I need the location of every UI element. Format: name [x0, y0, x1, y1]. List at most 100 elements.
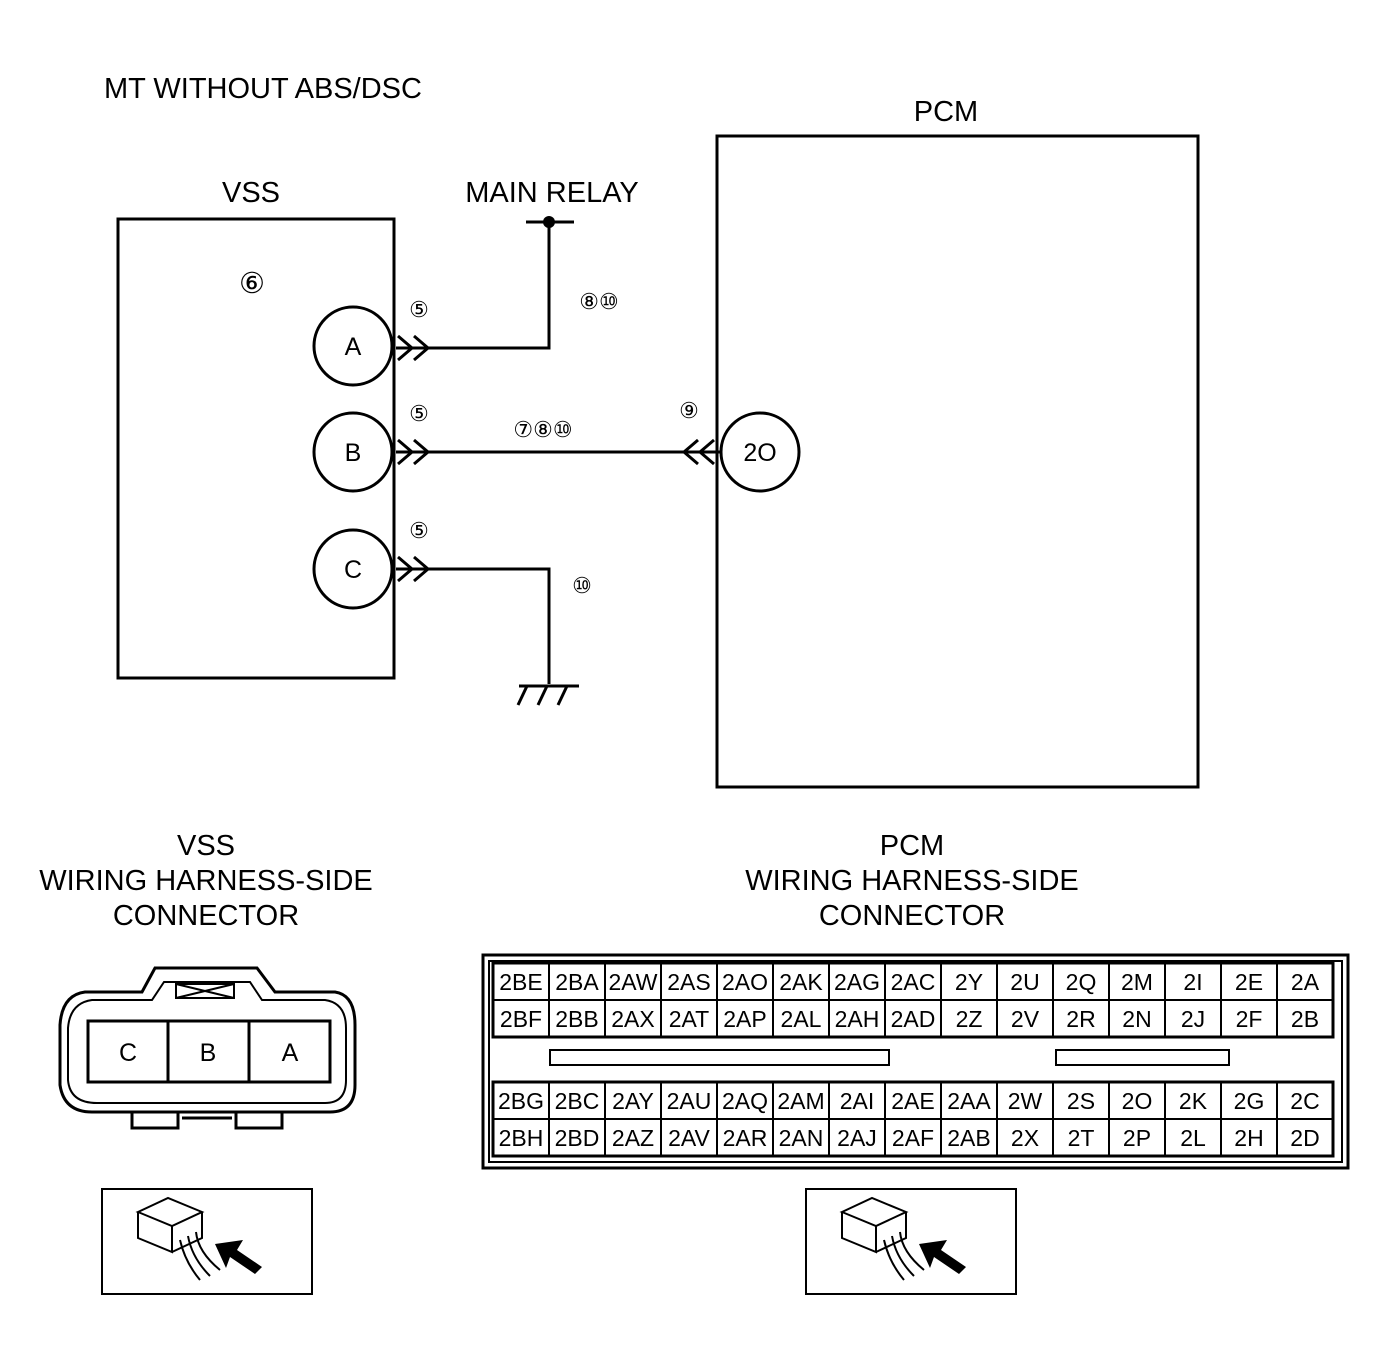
pcm-pin-2ap: 2AP: [723, 1006, 766, 1032]
pcm-pin-2e: 2E: [1235, 969, 1263, 995]
pcm-pin-2p: 2P: [1123, 1125, 1151, 1151]
pcm-pin-2b: 2B: [1291, 1006, 1319, 1032]
pcm-pin-2h: 2H: [1234, 1125, 1263, 1151]
vss-connector-caption-1: VSS: [177, 830, 235, 862]
pcm-pin-2t: 2T: [1068, 1125, 1095, 1151]
wire-b: [396, 438, 720, 466]
vss-terminal-c: C: [312, 528, 394, 610]
vss-terminal-a: A: [312, 305, 394, 387]
pcm-arrow-icon: [919, 1240, 966, 1274]
pcm-pin-2at: 2AT: [669, 1006, 709, 1032]
pcm-pin-2ag: 2AG: [834, 969, 880, 995]
pcm-pin-2c: 2C: [1290, 1088, 1319, 1114]
wire-a: [396, 222, 551, 362]
vss-connector-caption-3: CONNECTOR: [113, 900, 299, 932]
callout-pcm-connector: ⑨: [679, 398, 699, 423]
pcm-pin-2l: 2L: [1180, 1125, 1206, 1151]
pcm-connector-caption-1: PCM: [880, 830, 944, 862]
diagram-title: MT WITHOUT ABS/DSC: [104, 73, 422, 105]
pcm-pin-2av: 2AV: [668, 1125, 710, 1151]
pcm-pin-2aq: 2AQ: [722, 1088, 768, 1114]
vss-connector-caption-2: WIRING HARNESS-SIDE: [39, 865, 373, 897]
pcm-pin-2a: 2A: [1291, 969, 1320, 995]
pcm-pin-2g: 2G: [1234, 1088, 1265, 1114]
pcm-pin-2bb: 2BB: [555, 1006, 598, 1032]
pcm-pin-2z: 2Z: [956, 1006, 983, 1032]
pcm-pin-2r: 2R: [1066, 1006, 1095, 1032]
pcm-pin-2n: 2N: [1122, 1006, 1151, 1032]
vss-terminal-b-label: B: [345, 439, 362, 467]
pcm-label: PCM: [914, 96, 978, 128]
wire-c: [396, 555, 551, 684]
vss-box: [116, 217, 396, 680]
pcm-pin-2aa: 2AA: [947, 1088, 991, 1114]
pcm-pin-2q: 2Q: [1066, 969, 1097, 995]
pcm-pin-2be: 2BE: [499, 969, 542, 995]
pcm-pin-2ba: 2BA: [555, 969, 599, 995]
pcm-box: [715, 134, 1200, 789]
pcm-pin-2ax: 2AX: [611, 1006, 654, 1032]
pcm-connector-caption-3: CONNECTOR: [819, 900, 1005, 932]
pcm-pin-2bf: 2BF: [500, 1006, 542, 1032]
pcm-pin-2aw: 2AW: [609, 969, 658, 995]
pcm-pin-2d: 2D: [1290, 1125, 1319, 1151]
pcm-pin-2o: 2O: [1122, 1088, 1153, 1114]
pcm-pin-2s: 2S: [1067, 1088, 1095, 1114]
vss-connector-face: C B A: [58, 966, 357, 1130]
vss-terminal-b: B: [312, 411, 394, 493]
pcm-pin-2ay: 2AY: [612, 1088, 654, 1114]
callout-a-connector: ⑤: [409, 297, 429, 322]
vss-cell-a: A: [282, 1039, 299, 1067]
pcm-pin-2bh: 2BH: [499, 1125, 544, 1151]
pcm-connector-caption-2: WIRING HARNESS-SIDE: [745, 865, 1079, 897]
pcm-pin-2ae: 2AE: [891, 1088, 934, 1114]
pcm-pin-2k: 2K: [1179, 1088, 1208, 1114]
pcm-pin-2am: 2AM: [777, 1088, 824, 1114]
pcm-pin-2i: 2I: [1183, 969, 1202, 995]
pcm-terminal-label: 2O: [743, 439, 776, 467]
pcm-pin-2x: 2X: [1011, 1125, 1039, 1151]
pcm-pin-2aj: 2AJ: [837, 1125, 877, 1151]
callout-c-connector: ⑤: [409, 518, 429, 543]
pcm-pin-2an: 2AN: [779, 1125, 824, 1151]
callout-b-wire: ⑦⑧⑩: [513, 417, 572, 442]
pcm-pin-2y: 2Y: [955, 969, 983, 995]
vss-terminal-c-label: C: [344, 556, 362, 584]
callout-b-connector: ⑤: [409, 401, 429, 426]
pcm-pin-2v: 2V: [1011, 1006, 1040, 1032]
pcm-pin-2m: 2M: [1121, 969, 1153, 995]
pcm-terminal-2o: 2O: [719, 411, 801, 493]
pcm-pin-2ab: 2AB: [947, 1125, 990, 1151]
pcm-pin-2az: 2AZ: [612, 1125, 654, 1151]
vss-view-direction-icon: [101, 1188, 313, 1295]
pcm-pin-2as: 2AS: [667, 969, 710, 995]
pcm-pin-2ad: 2AD: [891, 1006, 936, 1032]
main-relay-label: MAIN RELAY: [465, 177, 639, 209]
pcm-pin-2f: 2F: [1236, 1006, 1263, 1032]
vss-cell-c: C: [119, 1039, 137, 1067]
callout-vss-body: ⑥: [239, 268, 265, 300]
vss-arrow-icon: [215, 1240, 262, 1274]
pcm-pin-2ao: 2AO: [722, 969, 768, 995]
vss-label: VSS: [222, 177, 280, 209]
ground-symbol: [516, 684, 579, 706]
pcm-pin-2au: 2AU: [667, 1088, 712, 1114]
pcm-pin-2bc: 2BC: [555, 1088, 600, 1114]
pcm-pin-2bd: 2BD: [555, 1125, 600, 1151]
pcm-pin-2ar: 2AR: [723, 1125, 768, 1151]
pcm-pin-2ac: 2AC: [891, 969, 936, 995]
pcm-pin-2w: 2W: [1008, 1088, 1043, 1114]
pcm-pin-2ak: 2AK: [779, 969, 823, 995]
pcm-view-direction-icon: [805, 1188, 1017, 1295]
pcm-pin-2u: 2U: [1010, 969, 1039, 995]
pcm-connector-face: 2BE 2BA 2AW 2AS 2AO 2AK 2AG 2AC 2Y 2U 2Q 2M 2I 2E 2A 2B…: [481, 953, 1350, 1170]
vss-terminal-a-label: A: [345, 333, 362, 361]
pcm-pin-2al: 2AL: [781, 1006, 822, 1032]
callout-a-wire: ⑧⑩: [579, 289, 618, 314]
pcm-pin-2bg: 2BG: [498, 1088, 544, 1114]
pcm-pin-2af: 2AF: [892, 1125, 934, 1151]
pcm-pin-2ah: 2AH: [835, 1006, 880, 1032]
callout-c-wire: ⑩: [572, 573, 592, 598]
vss-cell-b: B: [200, 1039, 217, 1067]
